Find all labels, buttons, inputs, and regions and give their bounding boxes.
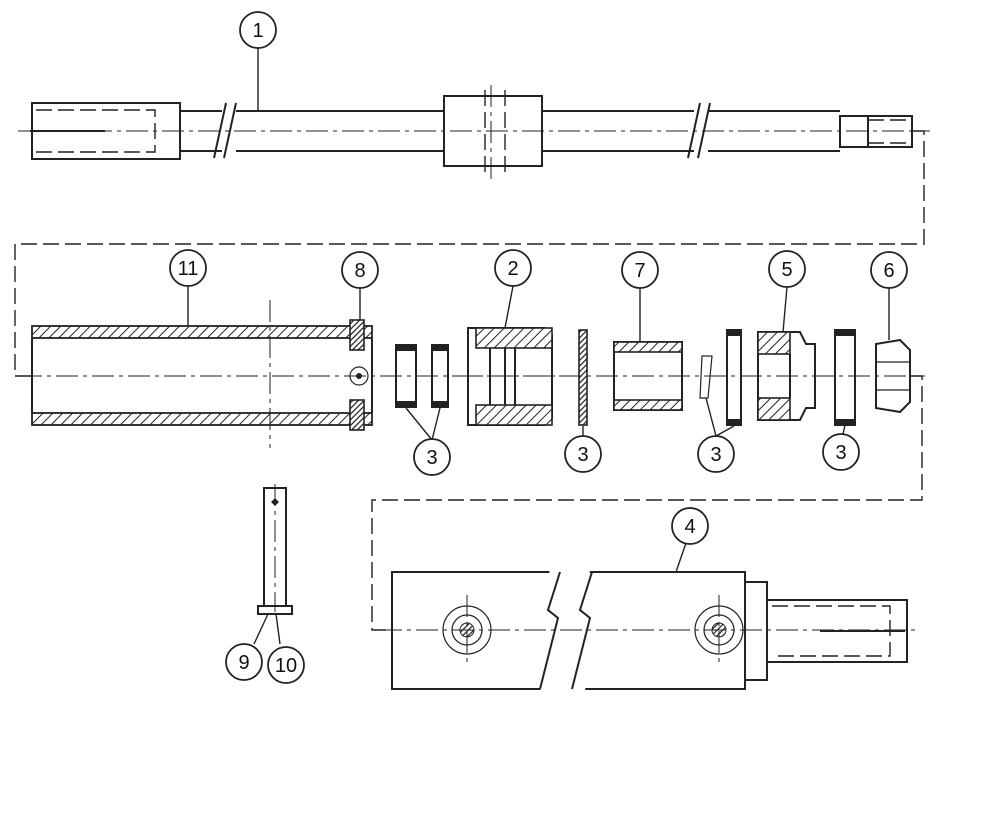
callout-3d-label: 3 xyxy=(835,442,846,464)
callout-8: 8 xyxy=(341,251,379,289)
pin xyxy=(257,484,293,615)
callout-2: 2 xyxy=(494,249,532,287)
callout-11: 11 xyxy=(169,249,207,287)
callout-4-label: 4 xyxy=(684,516,695,538)
callout-5-label: 5 xyxy=(781,259,792,281)
seal-rings-left xyxy=(395,344,449,408)
callout-3d: 3 xyxy=(822,433,860,471)
rod-end-tube xyxy=(20,300,380,448)
seal-ring-middle xyxy=(578,329,588,426)
connector-line-2 xyxy=(371,375,923,631)
callout-3c-label: 3 xyxy=(710,444,721,466)
piston-rod xyxy=(18,85,930,180)
callout-10-label: 10 xyxy=(275,655,297,677)
callout-3a: 3 xyxy=(413,438,451,476)
callout-8-label: 8 xyxy=(354,260,365,282)
callout-7-label: 7 xyxy=(634,260,645,282)
callout-6-label: 6 xyxy=(883,260,894,282)
callout-3b-label: 3 xyxy=(577,444,588,466)
callout-10: 10 xyxy=(267,646,305,684)
connector-line-1 xyxy=(14,130,925,377)
callout-3b: 3 xyxy=(564,435,602,473)
leader-lines xyxy=(187,48,890,645)
callout-2-label: 2 xyxy=(507,258,518,280)
callout-5: 5 xyxy=(768,250,806,288)
callout-6: 6 xyxy=(870,251,908,289)
callout-9-label: 9 xyxy=(238,652,249,674)
callout-3a-label: 3 xyxy=(426,447,437,469)
callout-3c: 3 xyxy=(697,435,735,473)
callout-7: 7 xyxy=(621,251,659,289)
callout-11-label: 11 xyxy=(178,258,199,280)
callout-1: 1 xyxy=(239,11,277,49)
callout-4: 4 xyxy=(671,507,709,545)
seal-ring-far-right xyxy=(834,329,856,426)
seal-rings-right xyxy=(699,329,742,426)
callout-1-label: 1 xyxy=(252,20,263,42)
callout-9: 9 xyxy=(225,643,263,681)
grease-fitting xyxy=(349,319,369,431)
cylinder-tube xyxy=(380,565,915,695)
